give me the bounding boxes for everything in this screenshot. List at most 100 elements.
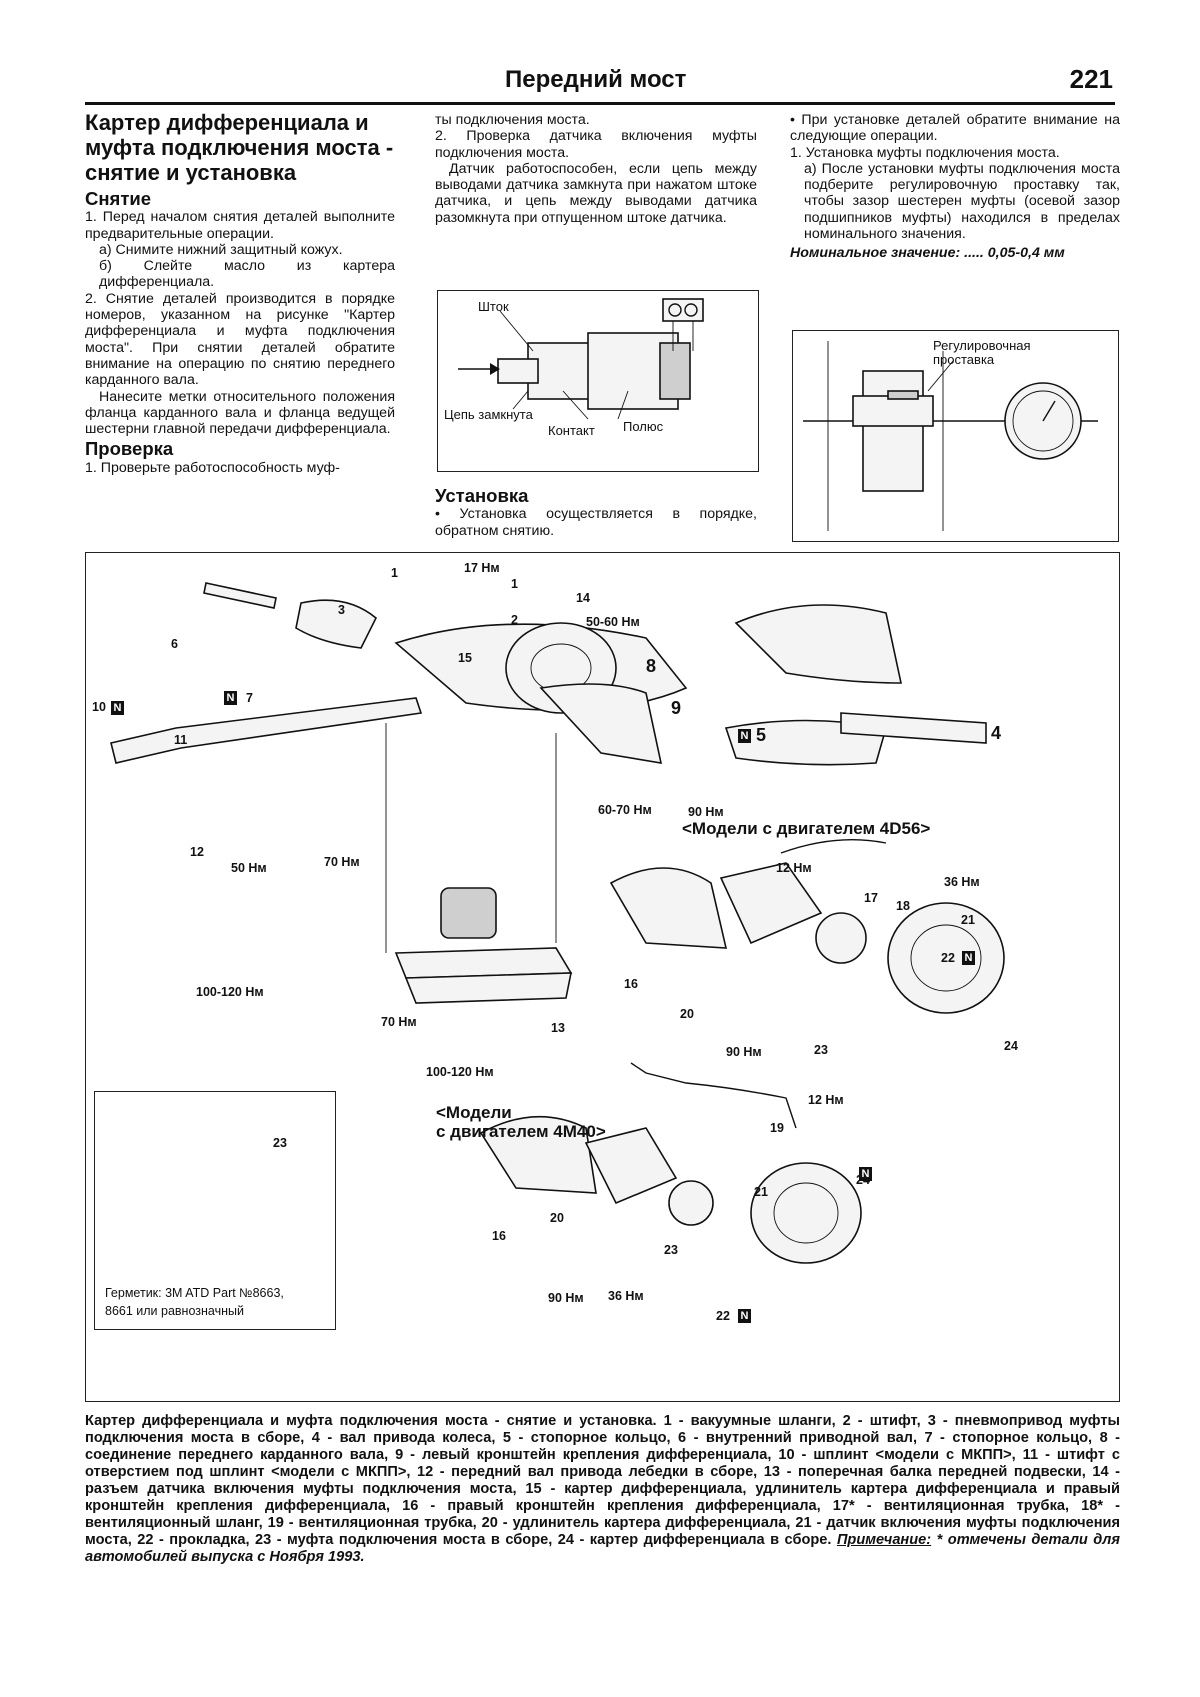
part-label-16a: 16 — [624, 977, 638, 991]
part-label-17: 17 — [864, 891, 878, 905]
sealant-line-1: Герметик: 3M ATD Part №8663, — [105, 1286, 284, 1300]
n-marker-10: N — [111, 701, 124, 715]
ohmmeter-leads — [672, 321, 694, 351]
winch-drive-shaft — [110, 697, 423, 764]
dial-needle — [1042, 400, 1056, 422]
page-header: Передний мост 221 — [85, 62, 1115, 105]
torque-50-60nm: 50-60 Нм — [586, 615, 640, 629]
part-label-8: 8 — [646, 656, 657, 676]
diff-24-4m40 — [750, 1162, 862, 1264]
coupling-flange — [852, 395, 934, 427]
part-label-21a: 21 — [961, 913, 975, 927]
removal-step-1a: а) Снимите нижний защитный кожух. — [99, 241, 343, 258]
label-contact: Контакт — [548, 423, 595, 438]
torque-17nm: 17 Нм — [464, 561, 500, 575]
frame-guide-lines — [385, 723, 557, 953]
model-4m40-heading-1: <Модели — [436, 1103, 512, 1122]
coupling-23-4d56 — [815, 912, 867, 964]
part-label-13: 13 — [551, 1021, 565, 1035]
upper-arm — [734, 604, 902, 684]
page-number: 221 — [1069, 64, 1113, 94]
sealant-inset: Герметик: 3M ATD Part №8663, 8661 или ра… — [94, 1091, 336, 1330]
n-marker-5: N — [738, 729, 751, 743]
install-heading: Установка — [435, 485, 529, 506]
figure-caption: Картер дифференциала и муфта подключения… — [85, 1413, 1120, 1566]
part-label-20a: 20 — [680, 1007, 694, 1021]
part-label-11: 11 — [174, 733, 188, 747]
part-label-3: 3 — [338, 603, 345, 617]
crossmember-side — [404, 972, 572, 1004]
extension-20-4d56 — [719, 862, 823, 945]
bracket-16-4d56 — [609, 867, 728, 949]
adjusting-spacer — [887, 390, 919, 400]
ohmmeter-dial-1 — [668, 303, 682, 317]
n-marker-22a: N — [962, 951, 975, 965]
install-step-1a: а) После установки муфты подключения мос… — [804, 160, 1120, 243]
nominal-value: Номинальное значение: ..... 0,05-0,4 мм — [790, 245, 1065, 262]
coupling-23-4m40 — [668, 1180, 714, 1226]
dial-gauge-drawing — [803, 341, 1098, 531]
dial-face — [1012, 390, 1074, 452]
inner-drive-shaft — [203, 582, 277, 609]
sealant-line-2: 8661 или равнозначный — [105, 1304, 244, 1318]
torque-90nm-c: 90 Нм — [548, 1291, 584, 1305]
n-marker-4m40: N — [859, 1167, 872, 1181]
part-label-10: 10 — [92, 700, 106, 714]
dial-gauge-figure: Регулировочная проставка — [792, 330, 1119, 542]
torque-60-70nm: 60-70 Нм — [598, 803, 652, 817]
part-label-12: 12 — [190, 845, 204, 859]
part-label-15: 15 — [458, 651, 472, 665]
torque-12nm-b: 12 Нм — [808, 1093, 844, 1107]
sensor-drawing — [458, 298, 704, 420]
install-step-1: 1. Установка муфты подключения моста. — [790, 144, 1060, 161]
caption-text: Картер дифференциала и муфта подключения… — [85, 1413, 1120, 1548]
n-marker-7: N — [224, 691, 237, 705]
sensor-leader-lines — [499, 310, 629, 420]
part-label-1a: 1 — [391, 566, 398, 580]
part-label-23b: 23 — [664, 1243, 678, 1257]
diff-24-4d56-inner — [910, 924, 982, 992]
install-text: • Установка осуществляется в порядке, об… — [435, 506, 757, 539]
check-step-2: 2. Проверка датчика включения муфты подк… — [435, 128, 757, 161]
label-pole: Полюс — [623, 419, 664, 434]
torque-70nm-a: 70 Нм — [324, 855, 360, 869]
torque-100-120nm-b: 100-120 Нм — [426, 1065, 494, 1079]
removal-step-1: 1. Перед началом снятия деталей выполнит… — [85, 209, 395, 242]
sensor-stem — [497, 358, 539, 384]
check-step-1: 1. Проверьте работоспособность муф- — [85, 459, 340, 476]
exploded-diagram: Герметик: 3M ATD Part №8663, 8661 или ра… — [85, 552, 1120, 1402]
torque-36nm-a: 36 Нм — [944, 875, 980, 889]
check-step-2-text: Датчик работоспособен, если цепь между в… — [435, 160, 757, 226]
left-column: Картер дифференциала и муфта подключения… — [85, 110, 395, 476]
extension-20-4m40 — [584, 1127, 678, 1205]
section-title: Передний мост — [505, 66, 687, 93]
frame-lines — [827, 341, 944, 531]
removal-step-1b: б) Слейте масло из картера дифференциала… — [99, 258, 395, 291]
part-label-22b: 22 — [716, 1309, 730, 1323]
part-label-22a: 22 — [941, 951, 955, 965]
sensor-figure: Шток Цепь замкнута Контакт Полюс — [437, 290, 759, 472]
part-label-5: 5 — [756, 725, 767, 745]
model-4m40-heading-2: с двигателем 4M40> — [436, 1122, 606, 1141]
part-label-20b: 20 — [550, 1211, 564, 1225]
part-label-6: 6 — [171, 637, 178, 651]
torque-36nm-b: 36 Нм — [608, 1289, 644, 1303]
part-label-23-inset: 23 — [273, 1136, 287, 1150]
part-label-21b: 21 — [754, 1185, 768, 1199]
label-circuit-closed: Цепь замкнута — [444, 407, 533, 422]
diff-24-4m40-inner — [773, 1182, 839, 1244]
part-label-19: 19 — [770, 1121, 784, 1135]
right-column: • При установке деталей обратите внимани… — [790, 112, 1120, 262]
part-label-7: 7 — [246, 691, 253, 705]
middle-column: ты подключения моста. 2. Проверка датчик… — [435, 112, 757, 226]
install-block: Установка • Установка осуществляется в п… — [435, 484, 757, 539]
right-bracket-9 — [539, 683, 663, 764]
n-marker-22b: N — [738, 1309, 751, 1323]
sensor-pole — [659, 342, 691, 400]
torque-12nm-a: 12 Нм — [776, 861, 812, 875]
drive-shaft-4 — [840, 712, 987, 744]
press-arrow-head — [490, 363, 500, 375]
mount-cushion — [440, 887, 497, 939]
removal-step-3: Нанесите метки относительного положения … — [85, 388, 395, 438]
